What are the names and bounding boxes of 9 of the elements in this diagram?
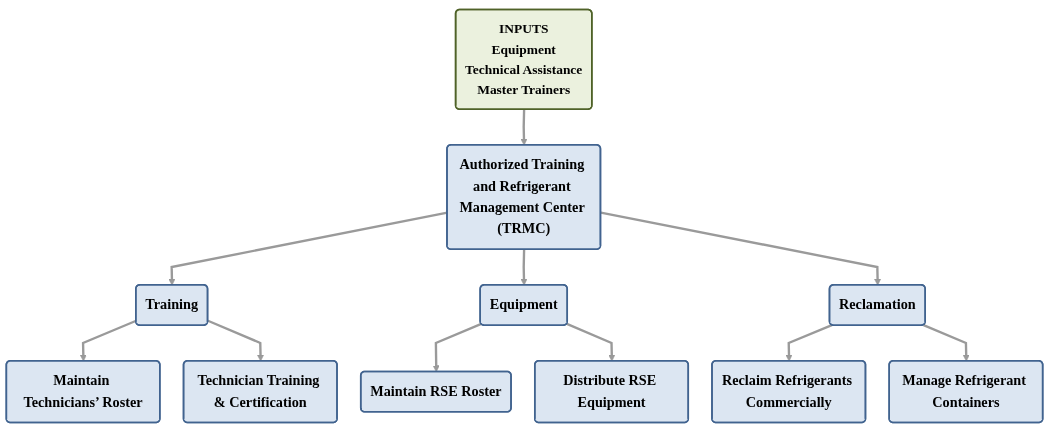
- arrow: [600, 211, 882, 286]
- arrow: [520, 109, 528, 146]
- arrow: [432, 322, 482, 373]
- arrow: [566, 322, 616, 362]
- arrow: [520, 249, 528, 286]
- arrow: [207, 319, 264, 362]
- arrow: [785, 323, 833, 362]
- arrow: [923, 323, 970, 362]
- arrow: [79, 319, 137, 362]
